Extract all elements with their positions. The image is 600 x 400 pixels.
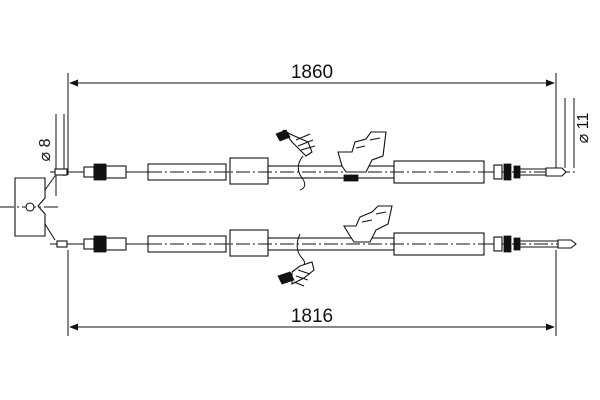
diameter-11-callout: ⌀ 11 <box>564 98 592 168</box>
upper-right-nut <box>503 163 512 181</box>
equalizer-bracket <box>0 175 58 241</box>
lower-grommet <box>229 229 269 257</box>
lower-cable <box>50 205 578 287</box>
upper-retaining-clip <box>275 129 316 191</box>
diameter-8-label: ⌀ 8 <box>37 138 54 161</box>
lower-right-end <box>557 239 577 249</box>
lower-retaining-clip <box>277 233 315 287</box>
dimension-1816: 1816 <box>67 250 557 336</box>
dimension-1816-label: 1816 <box>291 306 333 327</box>
dimension-1860-label: 1860 <box>291 62 333 83</box>
dimension-1860: 1860 <box>67 62 557 175</box>
diameter-8-callout: ⌀ 8 <box>37 114 65 196</box>
diameter-11-label: ⌀ 11 <box>575 113 592 144</box>
lower-left-nut <box>93 235 107 253</box>
lower-mounting-bracket <box>343 205 393 243</box>
upper-grommet <box>229 157 269 185</box>
upper-cable <box>50 129 575 191</box>
lower-left-nipple <box>56 240 68 248</box>
upper-right-end <box>545 167 567 177</box>
upper-mounting-bracket <box>337 131 387 173</box>
lower-right-nut <box>503 235 512 253</box>
upper-left-nut <box>93 163 107 181</box>
upper-left-nipple <box>54 168 68 176</box>
